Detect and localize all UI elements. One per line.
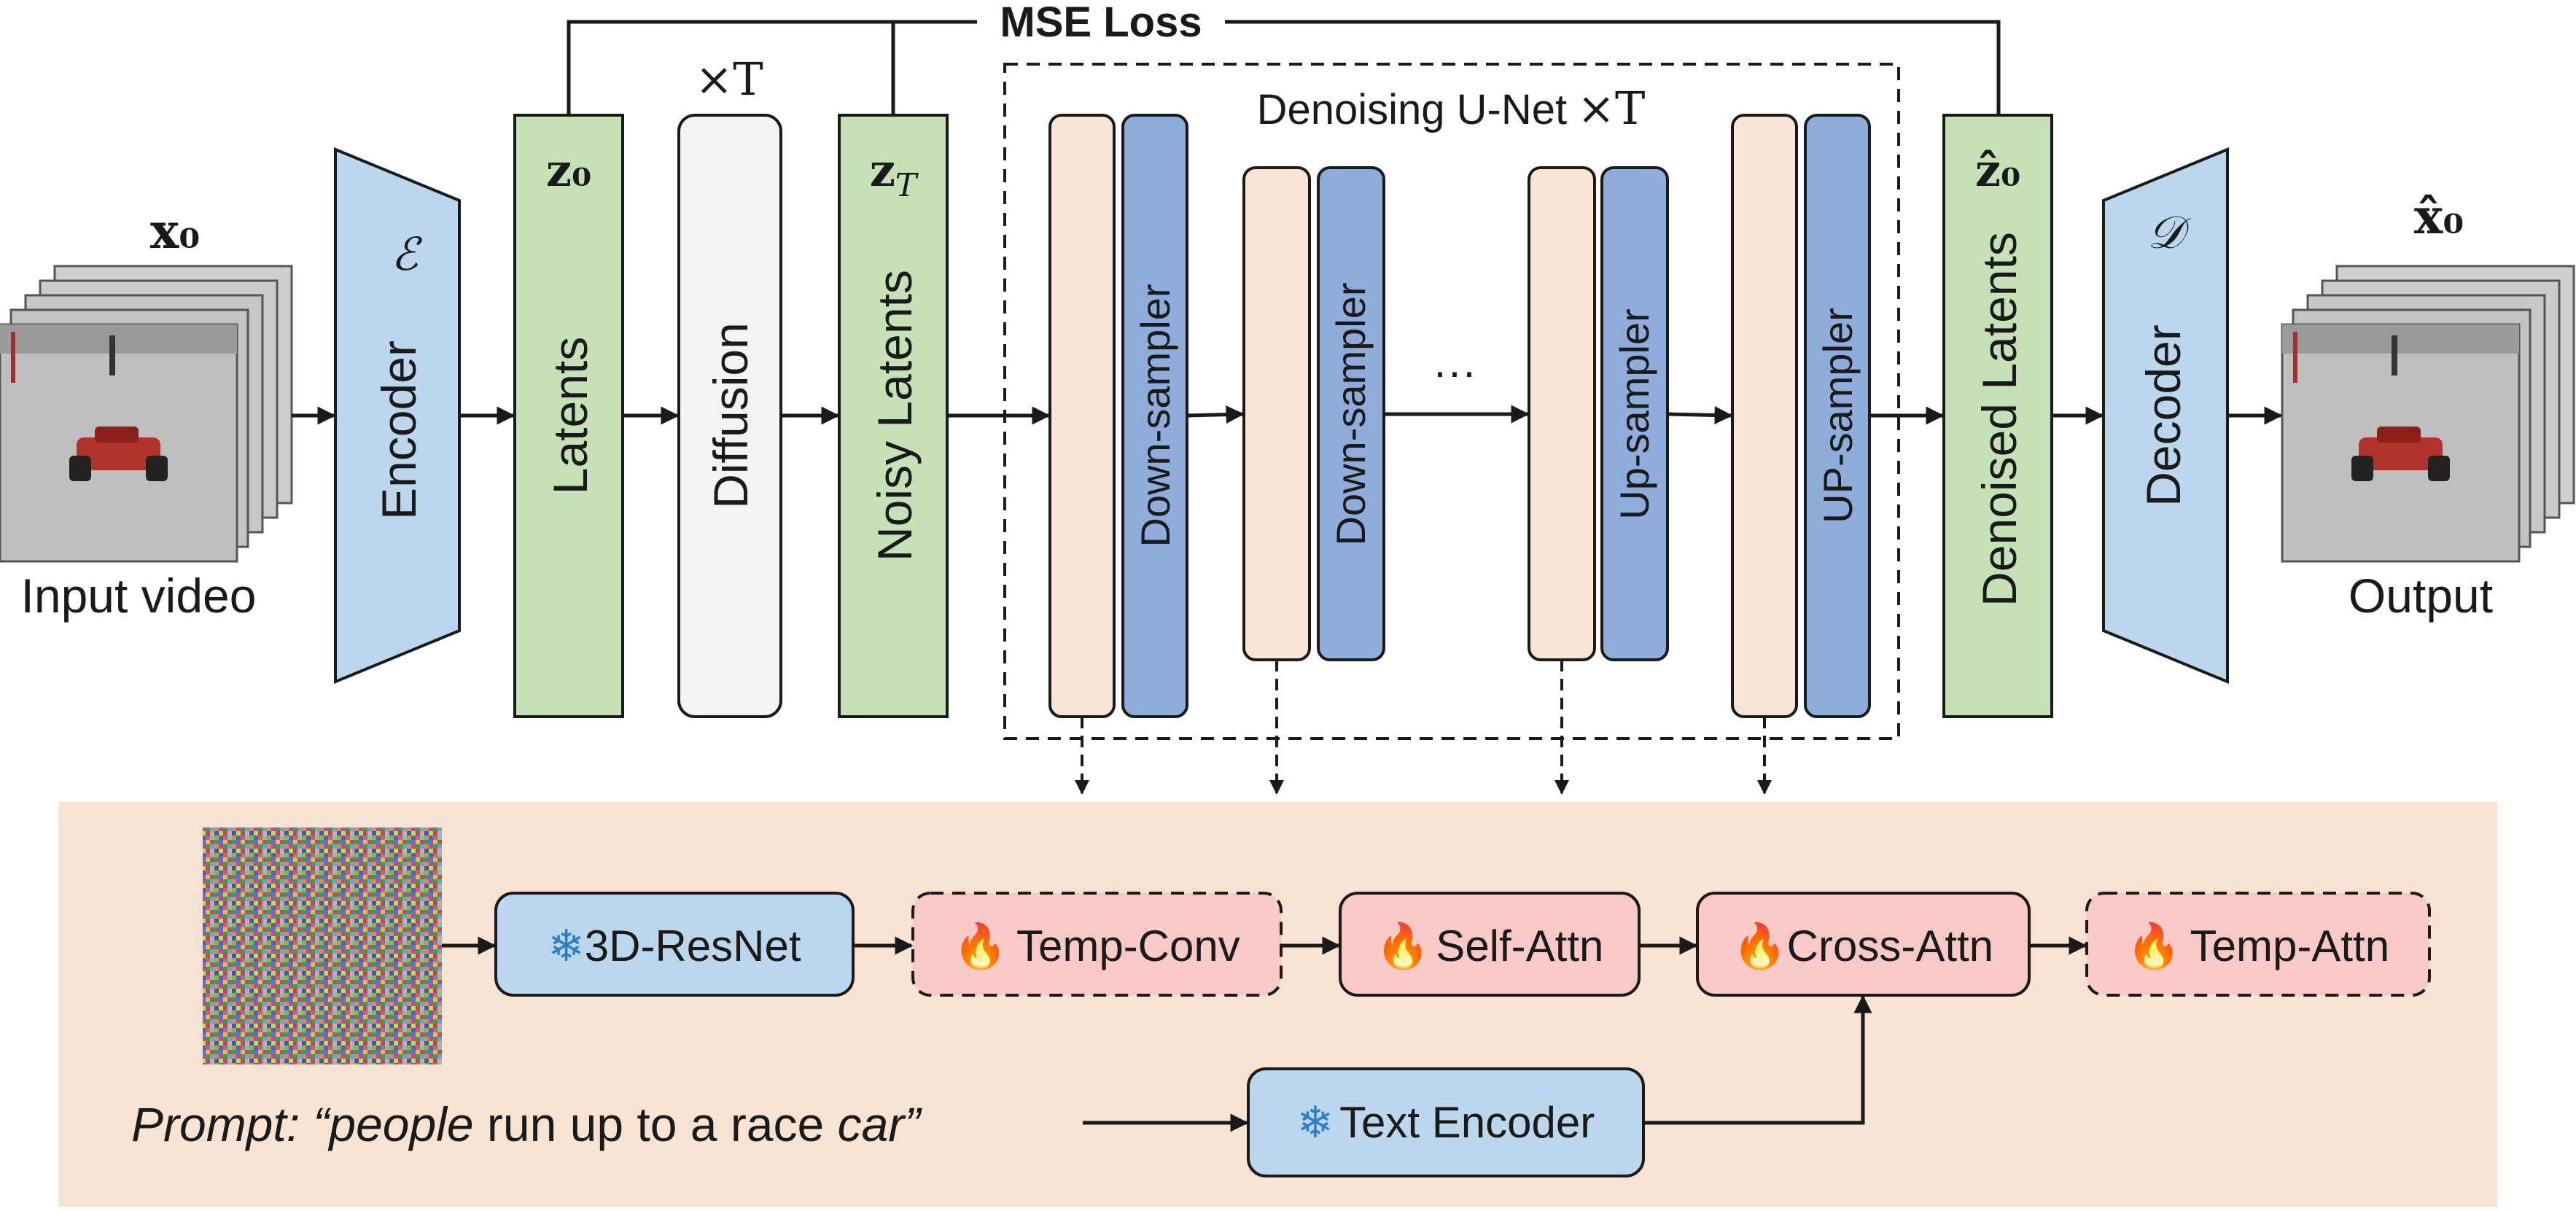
mse-loss-bracket: [567, 20, 2001, 115]
denoised-latents-label: Denoised Latents: [1972, 232, 2026, 607]
encoder-label: Encoder: [372, 340, 426, 520]
cross-attn-text: 🔥Cross-Attn: [1732, 921, 1993, 971]
input-video-caption: Input video: [21, 569, 257, 623]
prompt-suffix: ”: [904, 1097, 922, 1151]
input-symbol: x₀: [150, 203, 200, 260]
temp-conv-label: Temp-Conv: [1016, 922, 1240, 970]
encoder-block: [334, 147, 461, 684]
noisy-latents-symbol: zT: [870, 144, 919, 204]
temp-conv-text: 🔥Temp-Conv: [953, 921, 1240, 971]
snowflake-icon: ❄: [548, 922, 584, 970]
resnet-label: 3D-ResNet: [585, 922, 801, 970]
self-attn-label: Self-Attn: [1436, 922, 1603, 970]
mse-loss-label: MSE Loss: [1000, 0, 1202, 46]
snowflake-icon: ❄: [1297, 1098, 1334, 1147]
latents-block: [513, 114, 624, 718]
unet-to-module-arrows: [1075, 660, 1772, 795]
top-pipeline-arrows: [292, 405, 2283, 425]
down-sampler-1-label: Down-sampler: [1132, 284, 1178, 548]
denoised-latents-block: [1942, 114, 2053, 718]
self-attn-text: 🔥Self-Attn: [1376, 921, 1604, 971]
prompt-prefix: Prompt: “: [131, 1097, 331, 1151]
down-sampler-2-label: Down-sampler: [1328, 283, 1374, 546]
prompt-middle: run up to a race: [474, 1097, 838, 1151]
text-encoder-text: ❄Text Encoder: [1297, 1098, 1595, 1147]
decoder-label: Decoder: [2136, 324, 2190, 506]
decoder-block: [2102, 147, 2229, 684]
prompt-text: Prompt: “people run up to a race car”: [131, 1097, 922, 1151]
prompt-word-people: people: [327, 1097, 473, 1151]
denoised-latents-symbol: ẑ₀: [1975, 144, 2020, 197]
race-car-icon: [2351, 427, 2450, 481]
flame-icon: 🔥: [953, 921, 1008, 971]
noisy-symbol-base: z: [870, 144, 895, 197]
unet-dashed-frame: [1003, 63, 1900, 740]
diffusion-times-t: ×T: [695, 52, 763, 106]
unet-times-t: ×T: [1577, 82, 1645, 135]
unet-down2-peach: [1242, 166, 1311, 661]
diffusion-label: Diffusion: [704, 322, 758, 509]
unet-up1-blue: [1600, 166, 1669, 661]
text-encoder-label: Text Encoder: [1339, 1098, 1595, 1147]
encoder-symbol: ℰ: [391, 227, 422, 281]
unet-down1-peach: [1048, 114, 1116, 718]
noise-input-image: [203, 828, 442, 1064]
temp-attn-text: 🔥Temp-Attn: [2127, 921, 2389, 971]
unet-down1-blue: [1121, 114, 1188, 718]
latents-label: Latents: [543, 337, 597, 495]
cross-attn-label: Cross-Attn: [1787, 922, 1993, 970]
up-sampler-2-label: UP-sampler: [1815, 308, 1861, 523]
output-symbol: x̂₀: [2414, 188, 2464, 245]
output-caption: Output: [2349, 569, 2493, 623]
flame-icon: 🔥: [2127, 921, 2182, 971]
temp-attn-label: Temp-Attn: [2190, 922, 2389, 970]
flame-icon: 🔥: [1732, 921, 1787, 971]
noisy-latents-label: Noisy Latents: [868, 270, 922, 561]
up-sampler-1-label: Up-sampler: [1611, 308, 1657, 519]
unet-title-text: Denoising U-Net: [1257, 86, 1568, 133]
module-flow-arrows: [442, 936, 2087, 1132]
noisy-latents-block: [838, 114, 949, 718]
unet-up1-peach: [1528, 166, 1596, 661]
latents-symbol: z₀: [546, 144, 591, 197]
unet-title: Denoising U-Net×T: [1257, 82, 1646, 135]
flame-icon: 🔥: [1376, 921, 1431, 971]
unet-up2-peach: [1731, 114, 1798, 718]
noisy-symbol-sub: T: [895, 167, 919, 204]
prompt-word-car: car: [838, 1097, 907, 1151]
resnet-text: ❄3D-ResNet: [548, 922, 801, 970]
unet-ellipsis: ···: [1433, 347, 1476, 396]
input-video-frames: [0, 265, 293, 563]
race-car-icon: [69, 427, 168, 481]
output-video-frames: [2281, 265, 2575, 563]
